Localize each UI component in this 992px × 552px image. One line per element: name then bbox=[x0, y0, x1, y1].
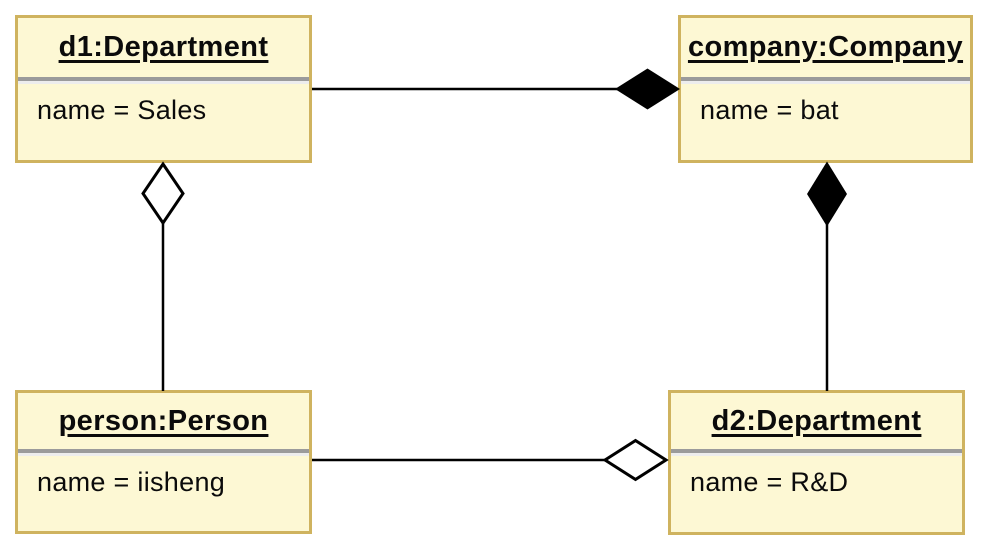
object-title: d1:Department bbox=[58, 31, 269, 63]
filled-diamond-icon bbox=[807, 161, 847, 227]
filled-diamond-icon bbox=[615, 68, 680, 110]
relationship-person-d1-aggregation[interactable] bbox=[141, 161, 185, 391]
object-title: person:Person bbox=[58, 404, 269, 437]
object-box-person-person[interactable]: person:Person name = iisheng bbox=[15, 390, 312, 534]
title-separator bbox=[18, 77, 309, 84]
title-separator bbox=[18, 449, 309, 456]
title-separator bbox=[671, 449, 962, 456]
title-separator bbox=[681, 77, 970, 84]
object-attribute: name = iisheng bbox=[37, 467, 226, 497]
object-attribute: name = bat bbox=[700, 95, 839, 125]
object-box-company-company[interactable]: company:Company name = bat bbox=[678, 15, 973, 163]
object-attribute: name = R&D bbox=[690, 467, 849, 497]
object-title: company:Company bbox=[687, 31, 964, 63]
hollow-diamond-icon bbox=[141, 161, 185, 226]
object-box-d1-department[interactable]: d1:Department name = Sales bbox=[15, 15, 312, 163]
hollow-diamond-icon bbox=[602, 438, 669, 482]
relationship-person-d2-aggregation[interactable] bbox=[312, 438, 669, 482]
object-attribute: name = Sales bbox=[37, 95, 207, 125]
object-title: d2:Department bbox=[711, 404, 922, 437]
relationship-d1-company-composition[interactable] bbox=[312, 68, 680, 110]
relationship-d2-company-composition[interactable] bbox=[807, 161, 847, 392]
object-box-d2-department[interactable]: d2:Department name = R&D bbox=[668, 390, 965, 535]
